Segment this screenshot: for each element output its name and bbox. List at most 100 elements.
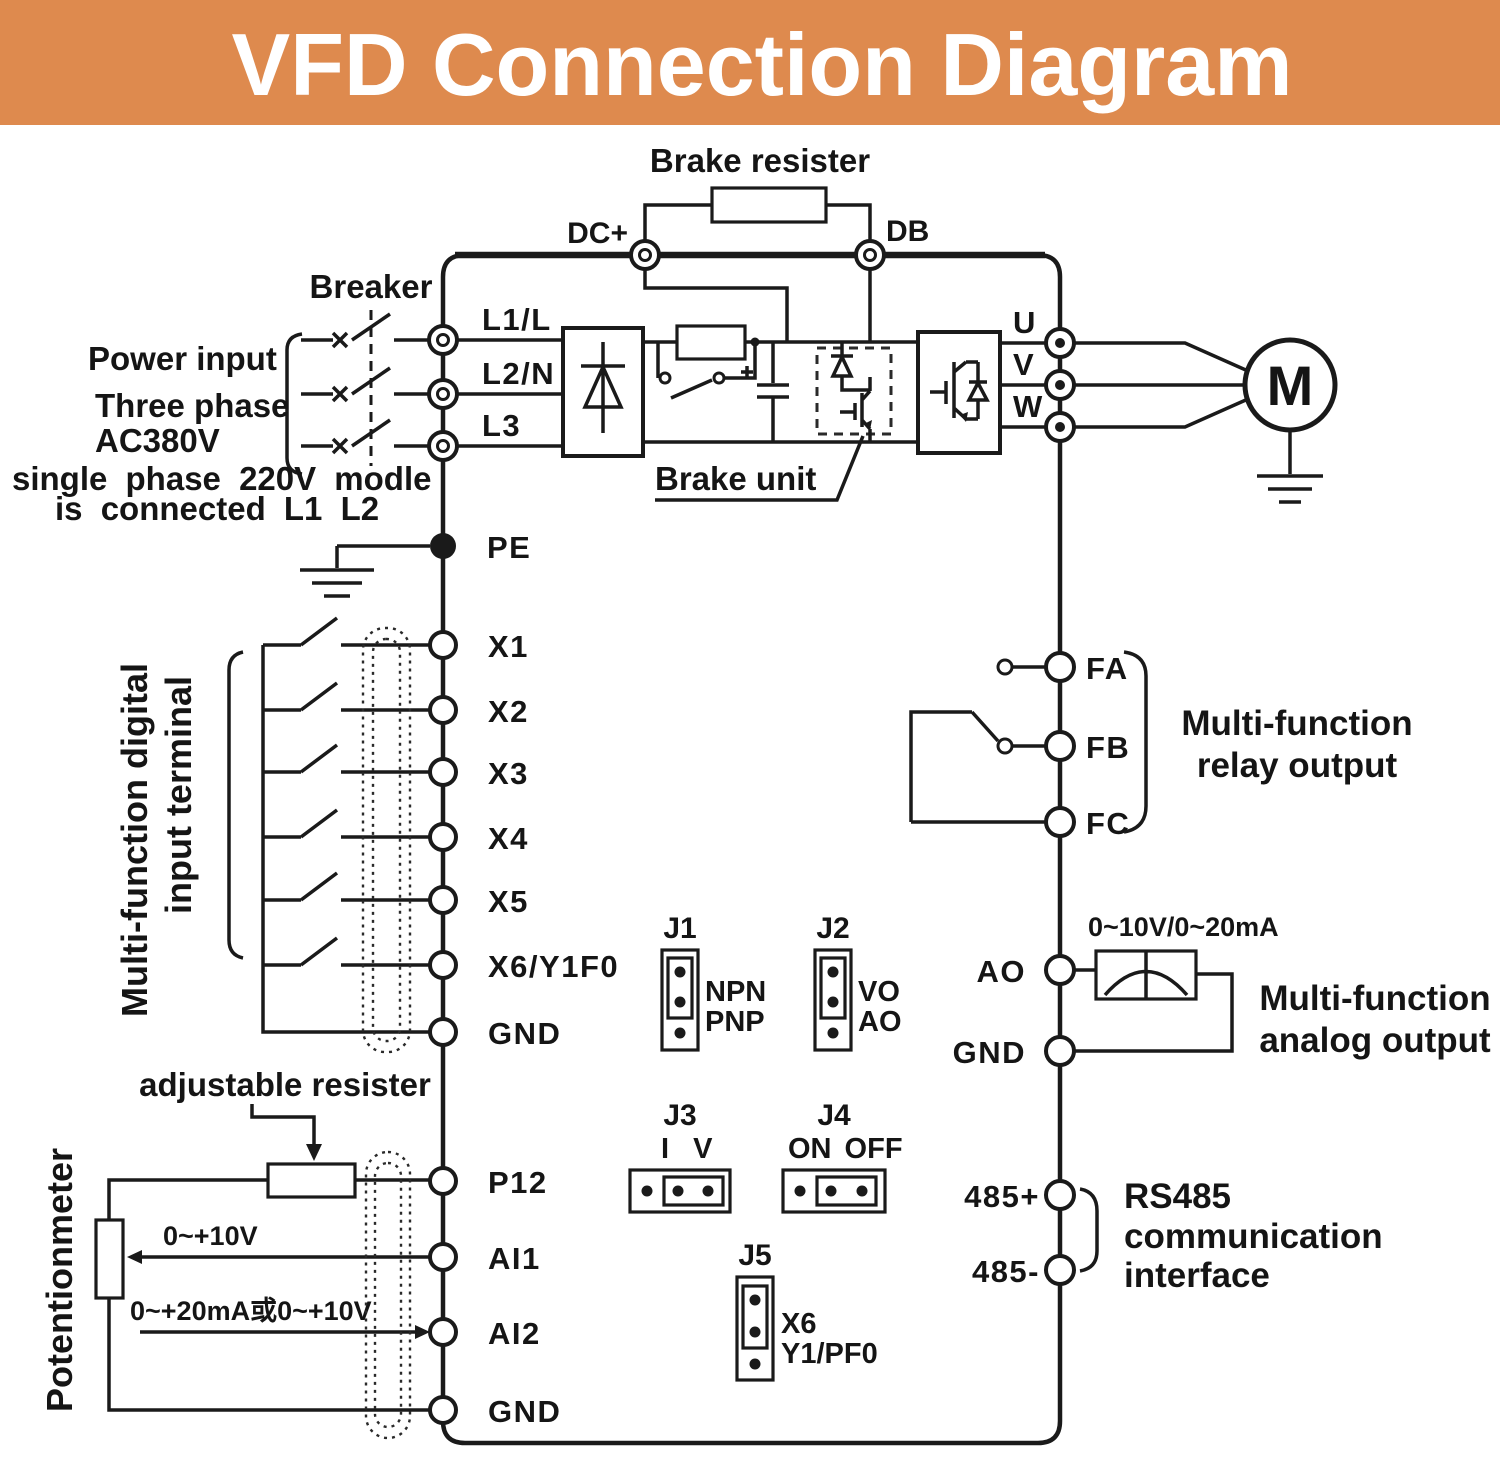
j5-y1pfo-label: Y1/PF0 bbox=[781, 1338, 878, 1370]
terminal-p12 bbox=[428, 1166, 458, 1196]
brake-unit-leader-line bbox=[655, 435, 865, 502]
x5-label: X5 bbox=[488, 884, 529, 919]
j4-pin3 bbox=[856, 1185, 868, 1197]
terminal-l1-inner bbox=[436, 333, 450, 347]
x3-label: X3 bbox=[488, 756, 529, 791]
digital-gnd-label: GND bbox=[488, 1016, 561, 1051]
v-label: V bbox=[1013, 347, 1035, 382]
terminal-ai1 bbox=[428, 1242, 458, 1272]
j2-pin2 bbox=[827, 996, 839, 1008]
shield-cable2-outline bbox=[364, 1150, 412, 1440]
igbt-emitter-arrow bbox=[864, 420, 872, 430]
terminal-fb bbox=[1044, 730, 1076, 762]
adjustable-resistor-arrow-line bbox=[250, 1104, 316, 1146]
vfd-enclosure bbox=[440, 251, 1063, 1446]
j1-pnp-label: PNP bbox=[705, 1006, 765, 1038]
shield-cable-inner bbox=[371, 637, 402, 1043]
j1-pin3 bbox=[674, 1027, 686, 1039]
jumper-j1: J1 NPN PNP bbox=[660, 912, 766, 1052]
breaker-pole-3 bbox=[301, 418, 429, 455]
j1-npn-label: NPN bbox=[705, 976, 766, 1008]
j3-pin2 bbox=[672, 1185, 684, 1197]
ai2-label: AI2 bbox=[488, 1316, 541, 1351]
relay-contact-fa bbox=[996, 658, 1014, 676]
ai1-range-label: 0~+10V bbox=[163, 1221, 258, 1251]
potentiometer-wires bbox=[107, 1178, 430, 1412]
relay-common-icon bbox=[909, 710, 1046, 824]
switch-blade-icon bbox=[670, 378, 713, 400]
485-plus-label: 485+ bbox=[964, 1179, 1040, 1214]
rs485-section: 485+ 485- RS485 communication interface bbox=[964, 1177, 1382, 1295]
digital-switch-x5 bbox=[263, 871, 430, 902]
rs485-caption-line2: communication bbox=[1124, 1217, 1383, 1256]
analog-output-caption-line1: Multi-function bbox=[1259, 979, 1490, 1018]
inverter-block bbox=[916, 330, 1002, 455]
relay-bracket bbox=[1123, 650, 1148, 834]
terminal-v-inner bbox=[1055, 380, 1065, 390]
motor-output-section: U V W M bbox=[1000, 305, 1338, 504]
uvw-wires bbox=[1000, 341, 1046, 429]
db-label: DB bbox=[886, 215, 929, 248]
adjustable-resistor-label: adjustable resister bbox=[139, 1066, 431, 1103]
terminal-x5 bbox=[428, 885, 458, 915]
power-input-label: Power input bbox=[88, 340, 277, 377]
x2-label: X2 bbox=[488, 694, 529, 729]
j2-pin1 bbox=[827, 966, 839, 978]
j1-cap bbox=[666, 956, 694, 1020]
x6-label: X6/Y1F0 bbox=[488, 949, 619, 984]
j3-pin3 bbox=[702, 1185, 714, 1197]
ao-wires bbox=[1074, 968, 1234, 1053]
digital-input-bracket bbox=[227, 650, 244, 960]
terminal-x6 bbox=[428, 950, 458, 980]
dc-plus-feed-wire bbox=[643, 269, 789, 342]
pe-label: PE bbox=[487, 530, 531, 565]
ai2-range-label: 0~+20mA或0~+10V bbox=[130, 1296, 372, 1326]
brake-unit-box bbox=[815, 346, 893, 436]
terminal-x2 bbox=[428, 695, 458, 725]
relay-caption-line1: Multi-function bbox=[1181, 704, 1412, 743]
rs485-bracket bbox=[1079, 1187, 1099, 1273]
digital-switch-x1 bbox=[263, 616, 430, 647]
precharge-switch-wires bbox=[656, 342, 757, 380]
terminal-digital-gnd bbox=[428, 1017, 458, 1047]
terminal-ai2 bbox=[428, 1317, 458, 1347]
j1-pin1 bbox=[674, 966, 686, 978]
single-phase-note-line2: is connected L1 L2 bbox=[55, 490, 379, 527]
inverter-emitter-arrow bbox=[960, 412, 968, 422]
rectifier-block bbox=[561, 326, 645, 458]
terminal-db-inner bbox=[863, 248, 877, 262]
pe-ground-icon bbox=[300, 544, 430, 598]
digital-input-section: Multi-function digital input terminal X1… bbox=[114, 616, 619, 1054]
ao-label: AO bbox=[977, 954, 1027, 989]
three-phase-label: Three phase bbox=[95, 387, 289, 424]
ac380v-label: AC380V bbox=[95, 422, 220, 459]
digital-switch-x2 bbox=[263, 681, 430, 712]
input-wires bbox=[457, 338, 563, 448]
terminal-485-plus bbox=[1044, 1179, 1076, 1211]
x1-label: X1 bbox=[488, 629, 529, 664]
dc-link-circuit: Brake unit bbox=[643, 269, 918, 502]
breaker-section: Breaker L1/L L2/N L3 Power input Three p… bbox=[12, 268, 563, 527]
inverter-igbt-icon bbox=[930, 360, 990, 421]
j2-cap bbox=[819, 956, 847, 1020]
enclosure-outline bbox=[440, 252, 1063, 1446]
ai1-arrowhead bbox=[127, 1250, 142, 1264]
j4-pin2 bbox=[825, 1185, 837, 1197]
terminal-analog-gnd bbox=[428, 1395, 458, 1425]
brake-resistor-icon bbox=[710, 186, 828, 224]
terminal-ao-gnd bbox=[1044, 1035, 1076, 1067]
rs485-caption-line3: interface bbox=[1124, 1256, 1270, 1295]
adjustable-resistor-arrowhead bbox=[306, 1144, 322, 1161]
brake-unit-label: Brake unit bbox=[655, 460, 816, 497]
jumper-j2: J2 VO AO bbox=[813, 912, 902, 1052]
switch-contact-left bbox=[658, 371, 672, 385]
potentiometer-element-icon bbox=[94, 1218, 125, 1300]
j2-pin3 bbox=[827, 1027, 839, 1039]
brake-resistor-circuit: Brake resister DC+ DB bbox=[567, 142, 929, 271]
single-phase-note-line1: single phase 220V modle bbox=[12, 460, 432, 497]
power-input-bracket bbox=[285, 332, 303, 476]
jumper-j5: J5 X6 Y1/PF0 bbox=[735, 1239, 878, 1382]
brake-resistor-wires bbox=[643, 203, 872, 241]
j5-x6-label: X6 bbox=[781, 1308, 816, 1340]
